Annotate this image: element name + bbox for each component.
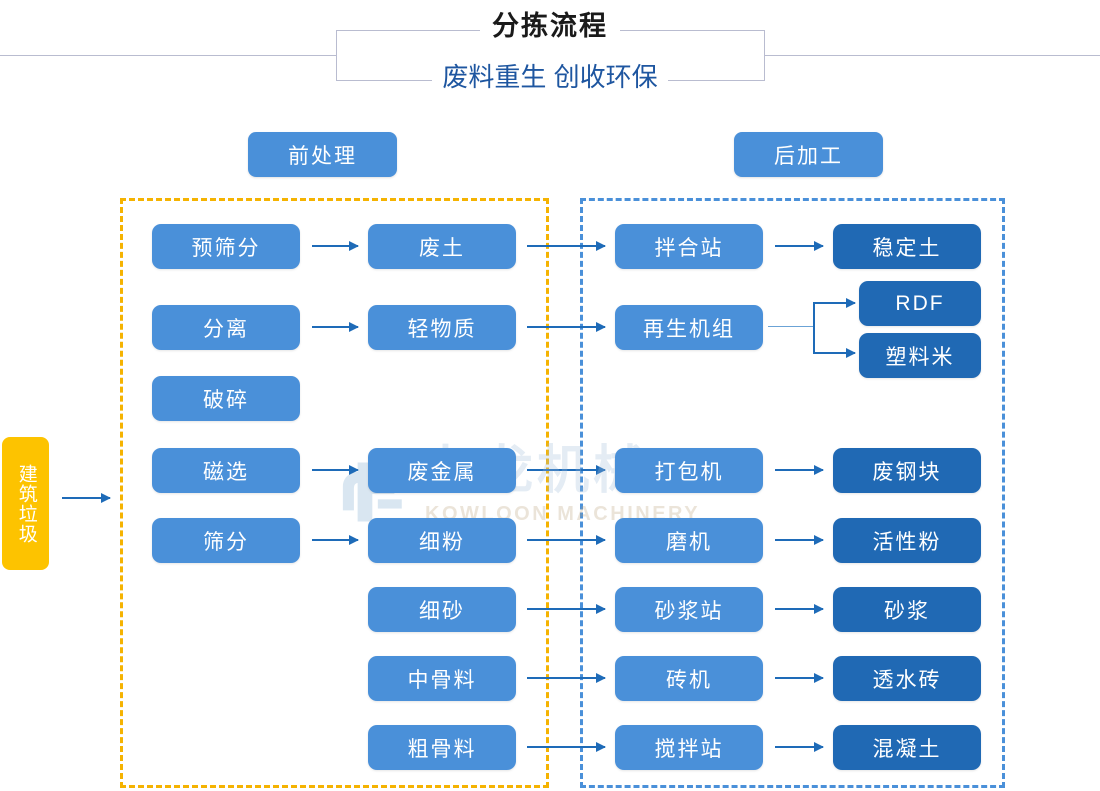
node-material-5[interactable]: 中骨料 xyxy=(368,656,516,701)
arrow-separate-to-lightmat xyxy=(312,322,359,332)
node-material-4-label: 细砂 xyxy=(419,599,465,623)
node-product-2-label: 塑料米 xyxy=(885,345,955,369)
node-pre-4-label: 筛分 xyxy=(203,530,249,554)
stage-pre-text: 前处理 xyxy=(288,144,357,168)
node-material-4[interactable]: 细砂 xyxy=(368,587,516,632)
input-construction-waste[interactable]: 建筑垃圾 xyxy=(2,437,49,570)
arrow-baler-to-scrapsteel xyxy=(775,465,824,475)
branch-stem-recycleunit xyxy=(768,326,814,327)
node-equipment-2[interactable]: 打包机 xyxy=(615,448,763,493)
node-material-0-label: 废土 xyxy=(419,236,465,260)
node-material-2[interactable]: 废金属 xyxy=(368,448,516,493)
arrow-mixstation-to-stabsoil xyxy=(775,241,824,251)
node-pre-3-label: 磁选 xyxy=(203,460,249,484)
arrow-presieve-to-wastesoil xyxy=(312,241,359,251)
node-equipment-1-label: 再生机组 xyxy=(643,317,735,341)
node-equipment-1[interactable]: 再生机组 xyxy=(615,305,763,350)
node-product-5-label: 砂浆 xyxy=(884,599,930,623)
node-product-5[interactable]: 砂浆 xyxy=(833,587,981,632)
node-material-3[interactable]: 细粉 xyxy=(368,518,516,563)
node-product-1[interactable]: RDF xyxy=(859,281,981,326)
node-equipment-3[interactable]: 磨机 xyxy=(615,518,763,563)
node-pre-2[interactable]: 破碎 xyxy=(152,376,300,421)
node-equipment-4[interactable]: 砂浆站 xyxy=(615,587,763,632)
page-header: 分拣流程 废料重生 创收环保 xyxy=(0,0,1100,120)
arrow-mortarstation-to-mortar xyxy=(775,604,824,614)
node-pre-4[interactable]: 筛分 xyxy=(152,518,300,563)
node-product-1-label: RDF xyxy=(895,291,945,315)
node-material-3-label: 细粉 xyxy=(419,530,465,554)
stage-post-text: 后加工 xyxy=(774,144,843,168)
node-pre-0-label: 预筛分 xyxy=(191,236,261,260)
page-title-text: 分拣流程 xyxy=(480,11,620,41)
arrow-mixer-to-concrete xyxy=(775,742,824,752)
arrow-input-to-pre xyxy=(62,493,111,503)
node-product-4[interactable]: 活性粉 xyxy=(833,518,981,563)
node-equipment-2-label: 打包机 xyxy=(654,460,724,484)
node-equipment-6-label: 搅拌站 xyxy=(654,737,724,761)
arrow-finesand-to-mortarstation xyxy=(527,604,606,614)
node-material-6-label: 粗骨料 xyxy=(407,737,477,761)
node-pre-2-label: 破碎 xyxy=(203,388,249,412)
arrow-mill-to-activepowder xyxy=(775,535,824,545)
node-product-0[interactable]: 稳定土 xyxy=(833,224,981,269)
arrow-wastesoil-to-mixstation xyxy=(527,241,606,251)
arrow-magnetic-to-wastemetal xyxy=(312,465,359,475)
arrow-sieve-to-finepowder xyxy=(312,535,359,545)
page-title: 分拣流程 xyxy=(0,11,1100,41)
node-pre-1-label: 分离 xyxy=(203,317,249,341)
stage-label-post-processing[interactable]: 后加工 xyxy=(734,132,883,177)
header-rule-left xyxy=(0,55,336,56)
node-material-1-label: 轻物质 xyxy=(407,317,477,341)
branch-vertical-recycleunit xyxy=(813,302,815,352)
node-product-3[interactable]: 废钢块 xyxy=(833,448,981,493)
node-material-5-label: 中骨料 xyxy=(407,668,477,692)
node-product-7[interactable]: 混凝土 xyxy=(833,725,981,770)
node-pre-3[interactable]: 磁选 xyxy=(152,448,300,493)
arrow-coarseagg-to-mixer xyxy=(527,742,606,752)
node-product-6-label: 透水砖 xyxy=(872,668,942,692)
node-equipment-0[interactable]: 拌合站 xyxy=(615,224,763,269)
node-equipment-5[interactable]: 砖机 xyxy=(615,656,763,701)
header-rule-right xyxy=(765,55,1100,56)
node-equipment-6[interactable]: 搅拌站 xyxy=(615,725,763,770)
page-subtitle-text: 废料重生 创收环保 xyxy=(432,62,668,92)
arrow-brickmachine-to-perm xyxy=(775,673,824,683)
node-product-7-label: 混凝土 xyxy=(872,737,942,761)
zone-post-processing xyxy=(580,198,1005,788)
arrow-recycleunit-to-rdf xyxy=(813,298,856,308)
arrow-finepowder-to-mill xyxy=(527,535,606,545)
node-product-2[interactable]: 塑料米 xyxy=(859,333,981,378)
stage-label-pre-processing[interactable]: 前处理 xyxy=(248,132,397,177)
node-material-0[interactable]: 废土 xyxy=(368,224,516,269)
node-equipment-0-label: 拌合站 xyxy=(654,236,724,260)
node-product-3-label: 废钢块 xyxy=(872,460,942,484)
node-pre-0[interactable]: 预筛分 xyxy=(152,224,300,269)
node-equipment-5-label: 砖机 xyxy=(666,668,712,692)
zone-pre-processing xyxy=(120,198,549,788)
page-subtitle: 废料重生 创收环保 xyxy=(0,62,1100,92)
node-product-6[interactable]: 透水砖 xyxy=(833,656,981,701)
node-product-4-label: 活性粉 xyxy=(872,530,942,554)
node-product-0-label: 稳定土 xyxy=(872,236,942,260)
arrow-wastemetal-to-baler xyxy=(527,465,606,475)
node-pre-1[interactable]: 分离 xyxy=(152,305,300,350)
arrow-recycleunit-to-plasticpellet xyxy=(813,348,856,358)
node-equipment-3-label: 磨机 xyxy=(666,530,712,554)
arrow-midagg-to-brickmachine xyxy=(527,673,606,683)
node-material-1[interactable]: 轻物质 xyxy=(368,305,516,350)
node-material-6[interactable]: 粗骨料 xyxy=(368,725,516,770)
node-equipment-4-label: 砂浆站 xyxy=(654,599,724,623)
arrow-lightmat-to-recycleunit xyxy=(527,322,606,332)
node-material-2-label: 废金属 xyxy=(407,460,477,484)
